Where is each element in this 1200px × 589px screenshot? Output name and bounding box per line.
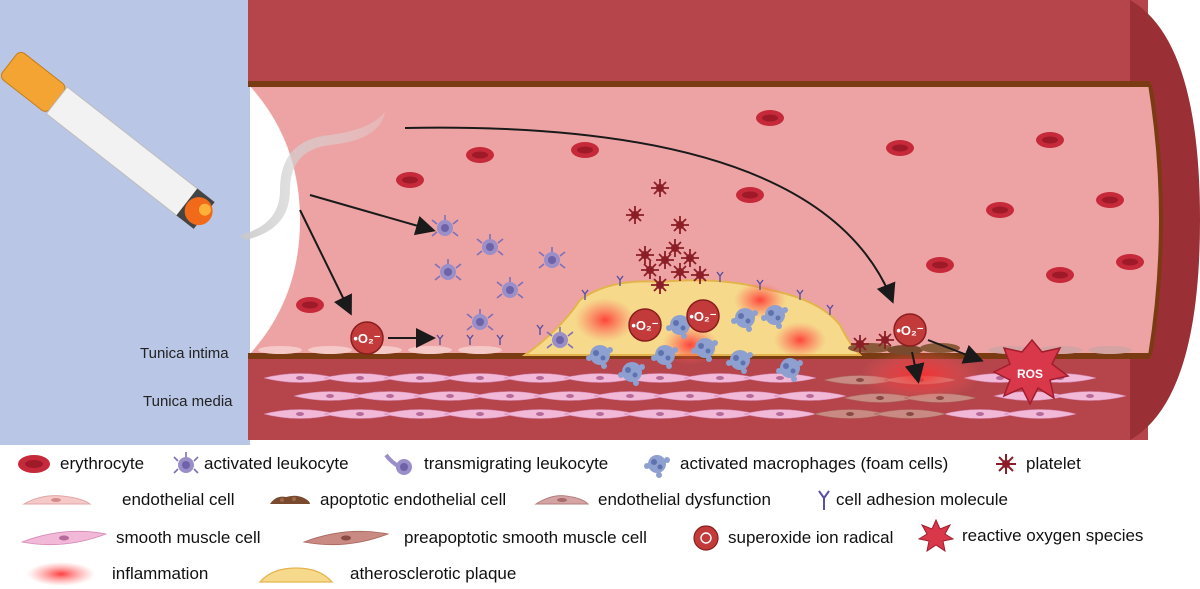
legend-label: endothelial cell <box>122 490 235 509</box>
smooth-muscle-cell-icon <box>20 530 108 546</box>
legend: erythrocyte activated leukocyte transmig… <box>0 447 1200 589</box>
superoxide-radical-4: •O₂⁻ <box>893 313 927 347</box>
legend-label: smooth muscle cell <box>116 528 261 547</box>
erythrocyte-icon <box>18 455 50 473</box>
cigarette <box>0 51 215 229</box>
legend-label: reactive oxygen species <box>962 526 1144 545</box>
legend-item-endothelial-cell: endothelial cell <box>22 485 234 515</box>
legend-item-superoxide-ion-radical: superoxide ion radical <box>692 523 893 553</box>
endothelial-cell-icon <box>22 495 92 505</box>
endothelial-layer <box>258 346 1132 354</box>
legend-item-inflammation: inflammation <box>26 559 208 589</box>
smoke <box>240 112 385 240</box>
preapoptotic-smooth-muscle-cell-icon <box>302 530 390 546</box>
legend-label: superoxide ion radical <box>728 528 894 547</box>
legend-item-apoptotic-endothelial-cell: apoptotic endothelial cell <box>268 485 506 515</box>
legend-item-reactive-oxygen-species: reactive oxygen species <box>918 519 1144 553</box>
svg-text:•O₂⁻: •O₂⁻ <box>896 323 923 338</box>
ros-burst: ROS <box>992 338 1070 406</box>
activated-macrophage-icon <box>644 455 670 478</box>
legend-item-activated-macrophages: activated macrophages (foam cells) <box>642 449 948 479</box>
legend-item-activated-leukocyte: activated leukocyte <box>172 449 349 479</box>
legend-label: endothelial dysfunction <box>598 490 771 509</box>
transmigrating-leukocyte-icon <box>384 453 412 475</box>
legend-item-atherosclerotic-plaque: atherosclerotic plaque <box>258 559 516 589</box>
cell-adhesion-molecule-icon <box>818 490 830 510</box>
legend-item-transmigrating-leukocyte: transmigrating leukocyte <box>382 449 608 479</box>
legend-label: erythrocyte <box>60 454 145 473</box>
svg-text:•O₂⁻: •O₂⁻ <box>353 331 380 346</box>
superoxide-radical-2: •O₂⁻ <box>628 308 662 342</box>
apoptotic-debris <box>848 330 960 355</box>
legend-label: activated macrophages (foam cells) <box>680 454 949 473</box>
svg-text:ROS: ROS <box>1017 367 1043 381</box>
activated-leukocyte-icon <box>173 452 199 474</box>
legend-label: platelet <box>1026 454 1081 473</box>
legend-item-preapoptotic-smooth-muscle-cell: preapoptotic smooth muscle cell <box>302 523 647 553</box>
svg-text:•O₂⁻: •O₂⁻ <box>631 318 658 333</box>
superoxide-radicals: •O₂⁻ •O₂⁻ •O₂⁻ •O₂⁻ <box>350 299 927 355</box>
label-tunica-media: Tunica media <box>143 393 233 410</box>
artery-diagram: •O₂⁻ •O₂⁻ •O₂⁻ •O₂⁻ ROS <box>0 0 1200 445</box>
legend-label: transmigrating leukocyte <box>424 454 609 473</box>
superoxide-radical-1: •O₂⁻ <box>350 321 384 355</box>
reactive-oxygen-species-icon <box>918 519 954 553</box>
superoxide-ion-radical-icon <box>693 525 719 551</box>
arrows <box>299 126 984 384</box>
legend-label: apoptotic endothelial cell <box>320 490 507 509</box>
inflammation-icon <box>27 562 95 586</box>
legend-label: preapoptotic smooth muscle cell <box>404 528 647 547</box>
legend-item-platelet: platelet <box>994 449 1081 479</box>
legend-item-smooth-muscle-cell: smooth muscle cell <box>20 523 261 553</box>
platelet-icon <box>996 454 1016 474</box>
superoxide-radical-3: •O₂⁻ <box>686 299 720 333</box>
label-tunica-intima: Tunica intima <box>140 345 229 362</box>
smooth-muscle-layer <box>263 373 1127 419</box>
atherosclerotic-plaque-icon <box>258 567 334 583</box>
vessel-wall-top <box>248 0 1148 84</box>
inflammation-areas <box>575 282 980 401</box>
legend-item-endothelial-dysfunction: endothelial dysfunction <box>534 485 771 515</box>
legend-item-erythrocyte: erythrocyte <box>16 449 144 479</box>
legend-label: atherosclerotic plaque <box>350 564 517 583</box>
apoptotic-endothelial-cell-icon <box>270 495 310 504</box>
lumen-right-edge <box>1148 83 1163 357</box>
legend-label: cell adhesion molecule <box>836 490 1008 509</box>
legend-label: inflammation <box>112 564 209 583</box>
legend-item-cell-adhesion-molecule: cell adhesion molecule <box>816 485 1008 515</box>
legend-label: activated leukocyte <box>204 454 349 473</box>
svg-text:•O₂⁻: •O₂⁻ <box>689 309 716 324</box>
endothelial-dysfunction-icon <box>534 495 590 505</box>
